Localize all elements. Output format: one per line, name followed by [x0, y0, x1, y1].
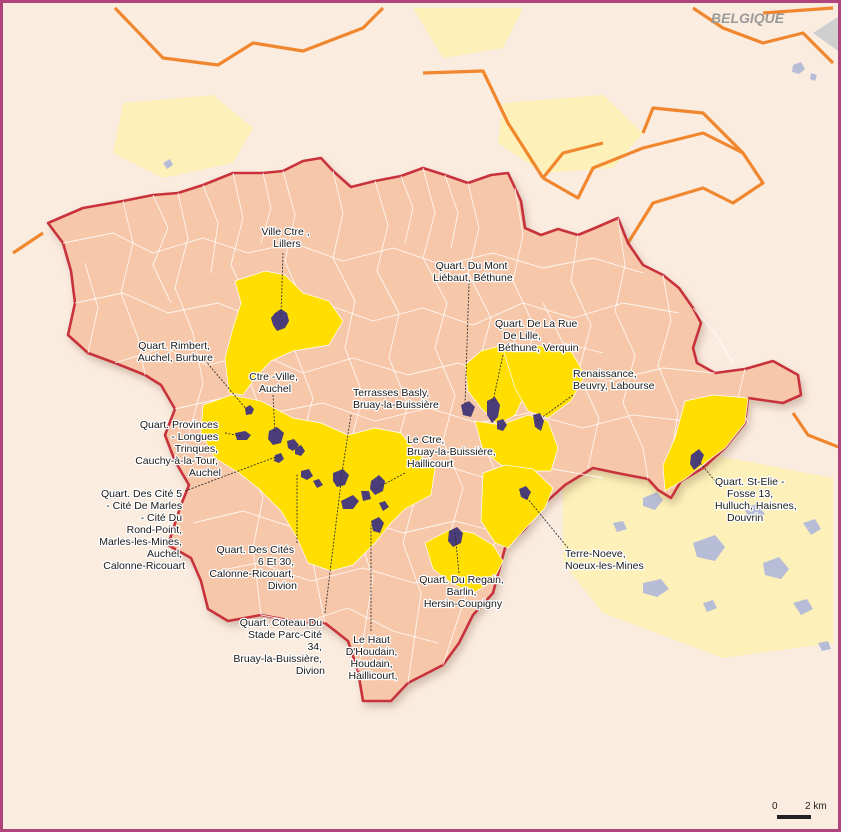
label-quart-du-regain[interactable]: Quart. Du Regain, Barlin, Hersin-Coupign…	[418, 573, 507, 612]
border-marker	[813, 16, 838, 51]
label-quart-du-mont-liebaut[interactable]: Quart. Du Mont Liébaut, Béthune	[432, 259, 514, 286]
label-quart-coteau[interactable]: Quart. Coteau Du Stade Parc-Cité 34, Bru…	[232, 616, 326, 679]
neighbor-area	[498, 95, 643, 173]
scale-line	[777, 815, 811, 819]
label-quart-des-cites-6[interactable]: Quart. Des Cités 6 Et 30, Calonne-Ricoua…	[208, 543, 298, 594]
administrative-boundaries	[12, 6, 838, 449]
label-quart-de-la-rue-de-lille[interactable]: Quart. De La Rue De Lille, Béthune, Verq…	[494, 317, 580, 356]
label-quart-des-cite-5[interactable]: Quart. Des Cité 5 - Cité De Marles - Cit…	[98, 487, 186, 574]
label-quart-provinces[interactable]: Quart. Provinces - Longues Trinques, Cau…	[134, 418, 222, 481]
label-ville-ctre-lillers[interactable]: Ville Ctre , Lillers	[260, 225, 312, 252]
label-terre-noeve[interactable]: Terre-Noeve, Noeux-les-Mines	[564, 547, 645, 574]
label-quart-st-elie[interactable]: Quart. St-Elie - Fosse 13, Hulluch, Hais…	[714, 475, 800, 526]
label-renaissance[interactable]: Renaissance, Beuvry, Labourse	[572, 367, 656, 394]
label-terrasses-basly[interactable]: Terrasses Basly, Bruay-la-Buissière	[352, 386, 441, 413]
label-le-ctre-bruay[interactable]: Le Ctre, Bruay-la-Buissière, Haillicourt	[406, 433, 499, 472]
neighbor-area	[413, 8, 523, 58]
scale-zero-label: 0	[772, 801, 778, 812]
map-canvas[interactable]: Ville Ctre , Lillers Quart. Rimbert, Auc…	[3, 3, 841, 832]
label-le-haut-houdain[interactable]: Le Haut D'Houdain, Houdain, Haillicourt,	[344, 633, 401, 684]
neighbor-area	[113, 95, 253, 178]
urban-areas	[163, 62, 831, 651]
scale-value-label: 2 km	[805, 801, 827, 812]
label-ctre-ville-auchel[interactable]: Ctre -Ville, Auchel	[248, 370, 301, 397]
country-label: BELGIQUE	[711, 10, 785, 26]
district-patches	[235, 309, 704, 547]
map-labels: Ville Ctre , Lillers Quart. Rimbert, Auc…	[98, 225, 800, 684]
scale-bar: 0 2 km	[772, 801, 827, 819]
leader-lines	[184, 252, 716, 631]
label-quart-rimbert[interactable]: Quart. Rimbert, Auchel, Burbure	[136, 339, 214, 366]
